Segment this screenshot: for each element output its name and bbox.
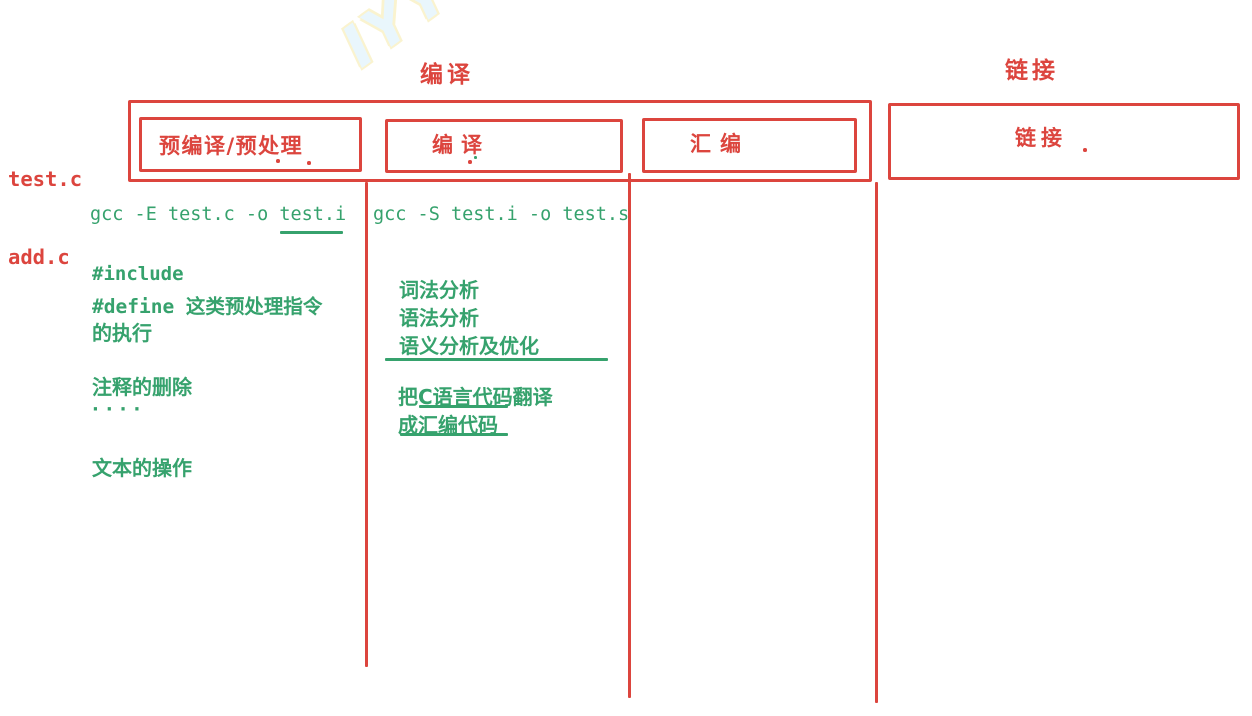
compile-step-lexical: 词法分析	[399, 278, 479, 302]
link-stage-box: 链接	[888, 103, 1240, 180]
preprocess-stage-box: 预编译/预处理	[139, 117, 362, 172]
stray-mark-dot	[276, 159, 280, 163]
source-file-test-c: test.c	[8, 167, 83, 191]
column-divider-2	[628, 173, 631, 698]
compile-command: gcc -S test.i -o test.s	[373, 204, 630, 225]
stray-mark-dot	[307, 161, 311, 165]
preprocess-note-ellipsis: ····	[92, 399, 148, 420]
stray-mark-dot	[468, 160, 472, 164]
preprocess-note-comment-removal: 注释的删除	[92, 375, 192, 399]
source-file-list: test.c add.c	[8, 114, 82, 296]
assemble-stage-box: 汇编	[642, 118, 857, 173]
assemble-stage-label: 汇编	[690, 132, 750, 156]
preprocess-command: gcc -E test.c -o test.i	[90, 204, 347, 225]
compile-stage-title: 编译	[420, 62, 474, 88]
compile-step-syntax: 语法分析	[399, 306, 479, 330]
preprocess-output-underline	[280, 231, 343, 234]
stray-mark-dot	[474, 156, 477, 159]
source-file-add-c: add.c	[8, 245, 70, 269]
column-divider-3	[875, 182, 878, 703]
compile-steps-divider-line	[385, 358, 608, 361]
preprocess-note-define: #define 这类预处理指令	[92, 295, 323, 318]
preprocess-note-text-operation: 文本的操作	[92, 456, 192, 480]
assembly-code-overline	[419, 405, 508, 408]
assembly-code-underline	[400, 433, 508, 436]
link-stage-label: 链接	[1015, 126, 1067, 150]
compile-step-semantic: 语义分析及优化	[399, 334, 539, 358]
compile-stage-box: 编译	[385, 119, 623, 173]
column-divider-1	[365, 182, 368, 667]
preprocess-note-execution: 的执行	[92, 321, 152, 345]
stray-mark-dot	[1083, 148, 1087, 152]
preprocess-stage-label: 预编译/预处理	[159, 134, 304, 158]
preprocess-note-include: #include	[92, 263, 184, 285]
compile-group-box	[128, 100, 872, 182]
link-stage-title: 链接	[1005, 58, 1059, 84]
compile-stage-label: 编译	[432, 133, 490, 157]
